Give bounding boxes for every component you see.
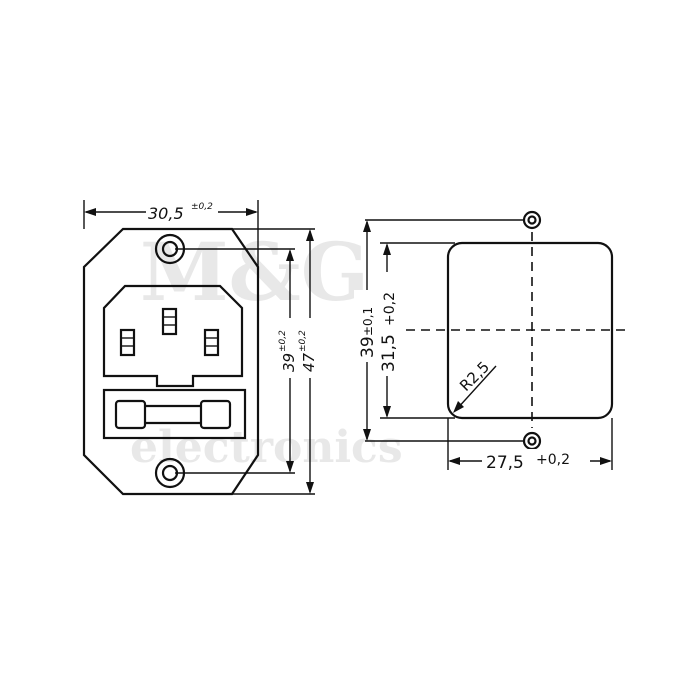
inlet-pin-right (203, 328, 220, 357)
watermark-sub: electronics (130, 422, 403, 473)
watermark: M&G electronics (130, 225, 403, 473)
corner-radius-dimension: R2,5 (453, 358, 497, 413)
cutout-hole-top (522, 210, 542, 230)
cutout-height-dimension: 31,5 +0,2 (376, 243, 400, 418)
cutout-hole-bottom (522, 431, 542, 451)
cutout-height-tolerance: +0,2 (382, 292, 398, 326)
cutout-width-dimension: 27,5 +0,2 (448, 449, 612, 473)
hole-pitch-value: 39 (280, 353, 298, 372)
cutout-outline (446, 241, 614, 420)
cutout-hole-pitch-value: 39 (358, 336, 378, 358)
cutout-height-value: 31,5 (379, 334, 399, 372)
cutout-width-value: 27,5 (486, 453, 524, 473)
cutout-hole-pitch-dimension: 39 ±0,1 (354, 220, 378, 441)
hole-pitch-dimension: 39 ±0,2 (278, 249, 298, 473)
overall-height-value: 47 (300, 352, 318, 372)
cutout-width-tolerance: +0,2 (536, 452, 570, 468)
hole-pitch-tolerance: ±0,2 (278, 330, 288, 352)
width-dimension: 30,5 ±0,2 (83, 200, 259, 267)
cutout-hole-pitch-tolerance: ±0,1 (361, 307, 375, 336)
overall-height-tolerance: ±0,2 (298, 330, 308, 352)
width-dim-value: 30,5 (148, 204, 184, 223)
watermark-main: M&G (140, 225, 369, 319)
iec-inlet-outline (102, 284, 244, 388)
panel-cutout-view: 39 ±0,1 31,5 +0,2 27,5 +0,2 R2,5 (354, 210, 625, 473)
fuse-drawer (102, 388, 247, 440)
inlet-pin-earth (161, 307, 178, 336)
overall-height-dimension: 47 ±0,2 (298, 229, 318, 494)
inlet-pin-left (119, 328, 136, 357)
socket-front-view: 30,5 ±0,2 39 ±0,2 47 ±0,2 (82, 200, 318, 496)
width-dim-tolerance: ±0,2 (191, 202, 213, 212)
